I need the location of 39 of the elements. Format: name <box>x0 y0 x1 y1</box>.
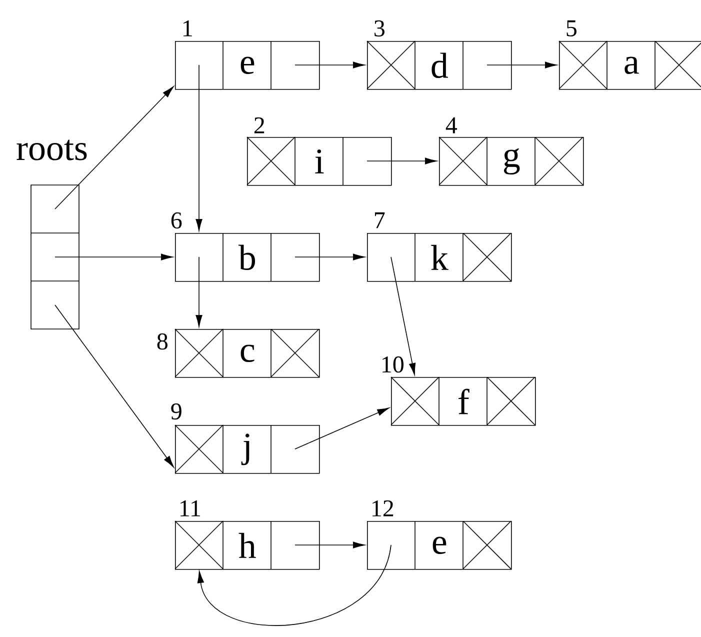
arrow <box>54 304 174 468</box>
node-number: 12 <box>372 500 394 516</box>
node-number: 11 <box>180 500 200 516</box>
node-number: 4 <box>446 117 458 134</box>
record-box: a <box>558 40 701 90</box>
arrow <box>54 254 173 260</box>
node-number: 9 <box>171 403 182 420</box>
arrow <box>197 544 392 626</box>
roots-array: roots <box>16 140 87 330</box>
record-box: h <box>174 520 320 570</box>
record-box: e <box>367 520 512 570</box>
node-number: 5 <box>566 20 576 36</box>
arrow <box>196 256 202 327</box>
arrow <box>390 256 416 376</box>
node-number: 2 <box>254 117 264 134</box>
arrow <box>294 542 365 548</box>
arrow <box>294 254 365 260</box>
node-label: roots <box>16 140 87 160</box>
node-number: 6 <box>171 212 182 229</box>
record-box: i <box>246 136 392 186</box>
node-number: 7 <box>375 212 385 228</box>
arrow <box>366 158 437 164</box>
record-box: f <box>390 376 536 426</box>
node-number: 10 <box>382 356 404 373</box>
arrow <box>486 62 557 68</box>
arrow <box>294 408 390 450</box>
record-box: k <box>367 232 512 282</box>
node-number: 3 <box>374 20 384 37</box>
node-number: 1 <box>184 20 192 36</box>
record-box: b <box>175 232 320 282</box>
record-box: d <box>366 40 512 90</box>
record-box: g <box>438 136 584 186</box>
record-box: j <box>174 424 320 474</box>
record-box: e <box>175 40 320 90</box>
node-number: 8 <box>157 333 168 350</box>
arrow <box>196 64 202 231</box>
arrow <box>54 86 174 210</box>
arrow <box>294 62 365 68</box>
record-box: c <box>174 328 320 378</box>
